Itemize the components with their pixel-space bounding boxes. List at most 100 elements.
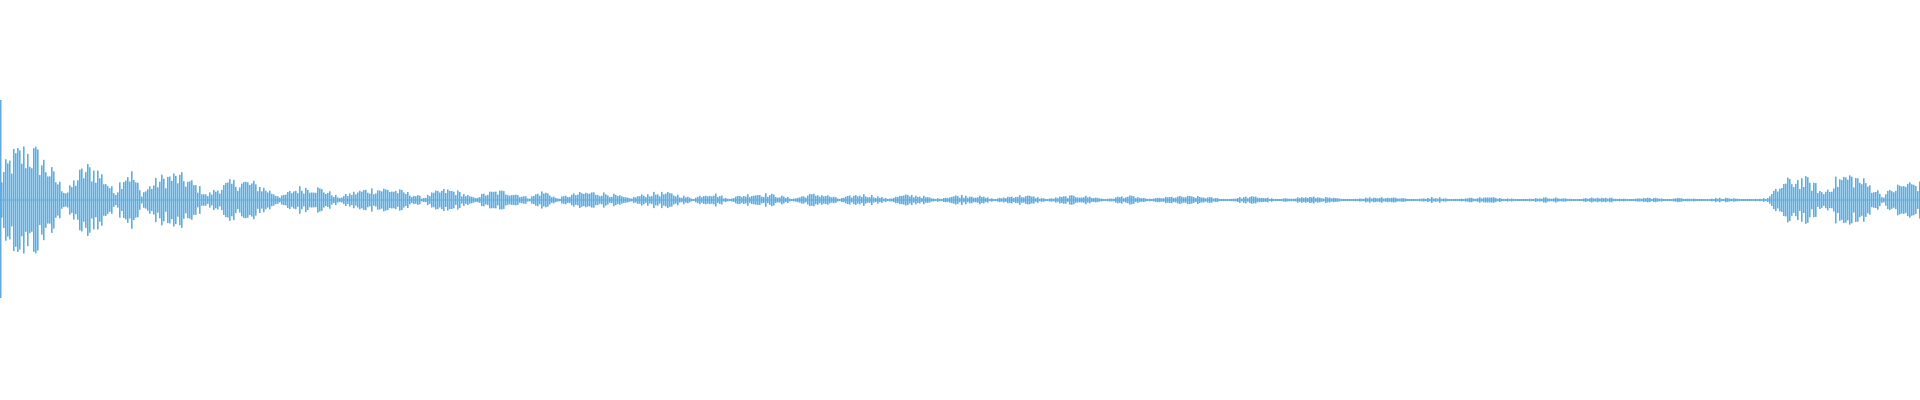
waveform-bar bbox=[283, 194, 285, 206]
waveform-bar bbox=[819, 196, 821, 204]
waveform-bar bbox=[63, 192, 65, 208]
waveform-bar bbox=[1543, 197, 1545, 203]
waveform-bar bbox=[987, 197, 989, 203]
waveform-bar bbox=[1487, 197, 1489, 203]
waveform-bar bbox=[881, 197, 883, 203]
waveform-bar bbox=[895, 196, 897, 204]
waveform-bar bbox=[1573, 199, 1575, 201]
waveform-bar bbox=[211, 194, 213, 206]
waveform-bar bbox=[75, 185, 77, 215]
waveform-bar bbox=[1081, 197, 1083, 203]
waveform-bar bbox=[1051, 198, 1053, 202]
waveform-bar bbox=[619, 195, 621, 205]
waveform-bar bbox=[1285, 198, 1287, 202]
waveform-bar bbox=[1663, 199, 1665, 201]
waveform-bar bbox=[1161, 198, 1163, 202]
waveform-bar bbox=[537, 193, 539, 207]
waveform-bar bbox=[705, 195, 707, 205]
waveform-bar bbox=[1599, 198, 1601, 202]
waveform-bar bbox=[1399, 198, 1401, 202]
waveform-bar bbox=[1185, 197, 1187, 203]
waveform-bar bbox=[1065, 196, 1067, 204]
waveform-bar bbox=[1783, 183, 1785, 217]
waveform-bar bbox=[65, 193, 67, 207]
waveform-bar bbox=[309, 192, 311, 208]
waveform-bar bbox=[1469, 197, 1471, 203]
waveform-bar bbox=[1177, 196, 1179, 204]
waveform-bar bbox=[179, 174, 181, 226]
waveform-bar bbox=[663, 194, 665, 206]
waveform-bar bbox=[1859, 182, 1861, 218]
waveform-bar bbox=[17, 147, 19, 253]
waveform-bar bbox=[1633, 199, 1635, 201]
waveform-bar bbox=[1041, 198, 1043, 202]
waveform-bar bbox=[1741, 199, 1743, 201]
waveform-bar bbox=[415, 196, 417, 204]
waveform-bar bbox=[781, 195, 783, 205]
waveform-bar bbox=[429, 196, 431, 204]
waveform-bar bbox=[41, 165, 43, 235]
waveform-bar bbox=[957, 196, 959, 204]
waveform-bar bbox=[525, 196, 527, 204]
waveform-bar bbox=[1485, 197, 1487, 203]
waveform-bar bbox=[1227, 199, 1229, 201]
waveform-bar bbox=[1349, 199, 1351, 201]
waveform-bar bbox=[1369, 197, 1371, 203]
waveform-bar bbox=[955, 195, 957, 205]
waveform-bar bbox=[597, 194, 599, 206]
waveform-bar bbox=[297, 193, 299, 207]
waveform-bar bbox=[1809, 182, 1811, 218]
waveform-bar bbox=[519, 197, 521, 203]
waveform-bar bbox=[897, 197, 899, 203]
waveform-bar bbox=[713, 195, 715, 205]
waveform-bar bbox=[1455, 198, 1457, 202]
waveform-bar bbox=[1289, 198, 1291, 202]
waveform-bar bbox=[1721, 198, 1723, 202]
waveform-bar bbox=[1331, 198, 1333, 202]
waveform-bar bbox=[533, 195, 535, 205]
waveform-bar bbox=[1869, 185, 1871, 215]
waveform-bar bbox=[925, 197, 927, 203]
waveform-bar bbox=[1793, 187, 1795, 213]
waveform-bar bbox=[765, 193, 767, 207]
waveform-bar bbox=[1007, 196, 1009, 204]
waveform-bar bbox=[189, 181, 191, 219]
waveform-bar bbox=[1247, 198, 1249, 202]
waveform-bar bbox=[1275, 198, 1277, 202]
waveform-bar bbox=[495, 191, 497, 209]
waveform-bar bbox=[1465, 198, 1467, 202]
waveform-bar bbox=[205, 194, 207, 206]
waveform-bar bbox=[887, 199, 889, 201]
waveform-bar bbox=[835, 197, 837, 203]
waveform-bar bbox=[55, 182, 57, 218]
waveform-bar bbox=[1037, 197, 1039, 203]
waveform-bar bbox=[467, 195, 469, 205]
waveform-bar bbox=[1517, 199, 1519, 201]
waveform-bar bbox=[3, 172, 5, 228]
waveform-bar bbox=[1215, 197, 1217, 203]
waveform-bar bbox=[365, 189, 367, 211]
waveform-bar bbox=[1035, 198, 1037, 202]
waveform-bar bbox=[1079, 197, 1081, 203]
waveform-bar bbox=[821, 195, 823, 205]
waveform-bar bbox=[743, 195, 745, 205]
waveform-bar bbox=[1277, 199, 1279, 201]
waveform-bar bbox=[383, 188, 385, 212]
waveform-bar bbox=[125, 180, 127, 220]
waveform-bar bbox=[1725, 197, 1727, 203]
waveform-bar bbox=[1637, 198, 1639, 202]
waveform-bar bbox=[1851, 176, 1853, 224]
waveform-bar bbox=[301, 190, 303, 210]
waveform-bar bbox=[1473, 198, 1475, 202]
waveform-bar bbox=[797, 197, 799, 203]
waveform-bar bbox=[1085, 195, 1087, 205]
waveform-bar bbox=[295, 190, 297, 210]
waveform-bar bbox=[1281, 198, 1283, 202]
waveform-bar bbox=[1481, 198, 1483, 202]
waveform-bar bbox=[1441, 198, 1443, 202]
waveform-bar bbox=[413, 195, 415, 205]
waveform-bar bbox=[1649, 197, 1651, 203]
waveform-bar bbox=[735, 196, 737, 204]
waveform-bar bbox=[501, 190, 503, 210]
